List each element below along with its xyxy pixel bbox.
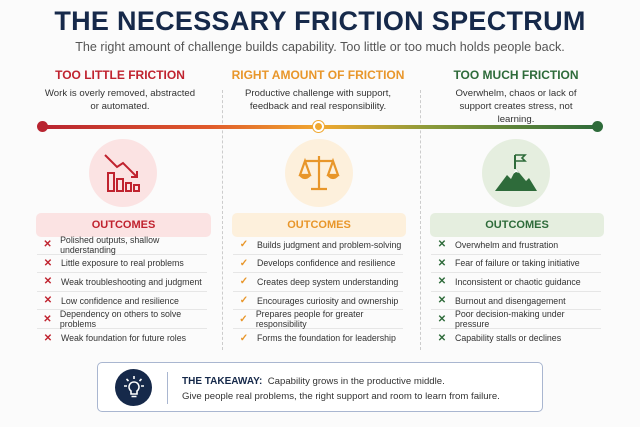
check-icon: ✓ (239, 276, 249, 288)
cross-icon: ✕ (437, 257, 447, 269)
list-item: ✕ Burnout and disengagement (431, 292, 601, 311)
list-item-text: Weak troubleshooting and judgment (61, 276, 202, 287)
column-2: TOO MUCH FRICTION Overwhelm, chaos or la… (418, 68, 614, 126)
outcomes-list: ✓ Builds judgment and problem-solving ✓ Dev… (233, 236, 403, 348)
column-description: Work is overly removed, abstracted or au… (44, 88, 196, 112)
takeaway-box: THE TAKEAWAY: Capability grows in the pr… (97, 362, 543, 412)
mountain-flag-icon (482, 139, 550, 207)
column-description: Productive challenge with support, feedb… (244, 88, 392, 112)
list-item: ✕ Inconsistent or chaotic guidance (431, 273, 601, 292)
list-item: ✕ Overwhelm and frustration (431, 236, 601, 255)
list-item: ✕ Little exposure to real problems (37, 255, 207, 274)
column-heading: TOO MUCH FRICTION (453, 68, 579, 82)
divider (420, 90, 421, 350)
list-item-text: Inconsistent or chaotic guidance (455, 276, 581, 287)
list-item-text: Develops confidence and resilience (257, 258, 396, 269)
cross-icon: ✕ (437, 332, 447, 344)
check-icon: ✓ (239, 332, 249, 344)
list-item: ✕ Capability stalls or declines (431, 329, 601, 348)
list-item: ✕ Weak foundation for future roles (37, 329, 207, 348)
outcomes-list: ✕ Polished outputs, shallow understanding… (37, 234, 207, 348)
spectrum-dot-left (37, 121, 48, 132)
list-item: ✕ Weak troubleshooting and judgment (37, 273, 207, 292)
divider (222, 90, 223, 350)
list-item-text: Creates deep system understanding (257, 276, 399, 287)
list-item-text: Builds judgment and problem-solving (257, 239, 402, 250)
list-item: ✓ Forms the foundation for leadership (233, 329, 403, 348)
cross-icon: ✕ (43, 295, 53, 307)
column-description: Overwhelm, chaos or lack of support crea… (455, 88, 577, 125)
cross-icon: ✕ (437, 295, 447, 307)
list-item: ✕ Low confidence and resilience (37, 292, 207, 311)
list-item-text: Capability stalls or declines (455, 333, 562, 344)
spectrum-dot-middle (313, 121, 324, 132)
list-item: ✕ Poor decision-making under pressure (431, 309, 601, 330)
lightbulb-icon (115, 369, 152, 406)
check-icon: ✓ (239, 257, 249, 269)
cross-icon: ✕ (437, 239, 447, 251)
list-item: ✕ Polished outputs, shallow understanding (37, 234, 207, 255)
list-item-text: Low confidence and resilience (61, 295, 179, 306)
cross-icon: ✕ (43, 313, 52, 325)
cross-icon: ✕ (437, 313, 447, 325)
takeaway-line2: Give people real problems, the right sup… (182, 390, 500, 402)
list-item: ✓ Creates deep system understanding (233, 273, 403, 292)
list-item: ✕ Dependency on others to solve problems (37, 309, 207, 330)
list-item-text: Fear of failure or taking initiative (455, 258, 580, 269)
spectrum-dot-right (592, 121, 603, 132)
cross-icon: ✕ (43, 257, 53, 269)
list-item-text: Poor decision-making under pressure (454, 309, 565, 330)
list-item: ✓ Develops confidence and resilience (233, 255, 403, 274)
column-heading: RIGHT AMOUNT OF FRICTION (231, 68, 405, 82)
column-heading: TOO LITTLE FRICTION (55, 68, 185, 82)
outcomes-header: OUTCOMES (36, 213, 211, 237)
page-title: THE NECESSARY FRICTION SPECTRUM (54, 6, 586, 36)
list-item: ✓ Encourages curiosity and ownership (233, 292, 403, 311)
takeaway-label: THE TAKEAWAY: (182, 376, 263, 387)
list-item-text: Little exposure to real problems (61, 258, 184, 269)
list-item-text: Dependency on others to solve problems (59, 309, 182, 330)
balance-scale-icon (285, 139, 353, 207)
cross-icon: ✕ (43, 332, 53, 344)
outcomes-header: OUTCOMES (430, 213, 604, 237)
list-item: ✕ Fear of failure or taking initiative (431, 255, 601, 274)
cross-icon: ✕ (437, 276, 447, 288)
column-1: RIGHT AMOUNT OF FRICTION Productive chal… (220, 68, 416, 113)
list-item-text: Encourages curiosity and ownership (257, 295, 399, 306)
check-icon: ✓ (239, 239, 249, 251)
list-item: ✓ Builds judgment and problem-solving (233, 236, 403, 255)
cross-icon: ✕ (43, 239, 52, 251)
check-icon: ✓ (239, 313, 248, 325)
outcomes-header: OUTCOMES (232, 213, 406, 237)
takeaway-line1: Capability grows in the productive middl… (267, 376, 445, 387)
list-item-text: Forms the foundation for leadership (257, 333, 396, 344)
list-item: ✓ Prepares people for greater responsibil… (233, 309, 403, 330)
list-item-text: Polished outputs, shallow understanding (60, 234, 160, 255)
column-0: TOO LITTLE FRICTION Work is overly remov… (22, 68, 218, 113)
cross-icon: ✕ (43, 276, 53, 288)
outcomes-list: ✕ Overwhelm and frustration ✕ Fear of failu… (431, 236, 601, 348)
list-item-text: Weak foundation for future roles (61, 333, 187, 344)
list-item-text: Overwhelm and frustration (455, 239, 559, 250)
subtitle: The right amount of challenge builds cap… (75, 40, 565, 54)
list-item-text: Burnout and disengagement (455, 295, 566, 306)
divider (167, 372, 168, 404)
declining-chart-icon (89, 139, 157, 207)
check-icon: ✓ (239, 295, 249, 307)
list-item-text: Prepares people for greater responsibili… (255, 309, 364, 330)
